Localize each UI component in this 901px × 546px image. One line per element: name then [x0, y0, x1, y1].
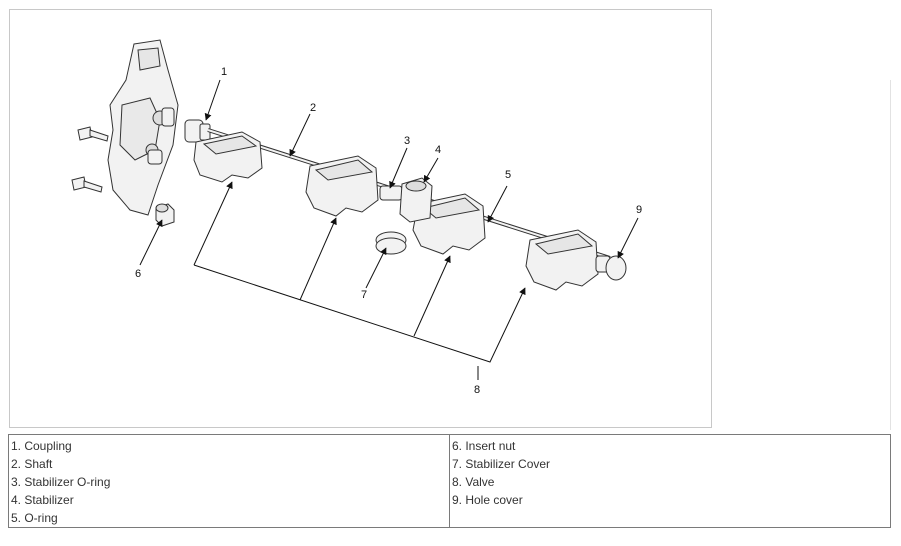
- bolt-lower: [71, 176, 103, 193]
- legend-item: 3. Stabilizer O-ring: [11, 475, 111, 489]
- legend-item: 5. O-ring: [11, 511, 58, 525]
- callout-4: 4: [435, 144, 442, 156]
- callout-2: 2: [310, 102, 317, 114]
- coupling: [184, 119, 211, 143]
- valve-2: [305, 155, 379, 217]
- parts-legend-table: 1. Coupling 2. Shaft 3. Stabilizer O-rin…: [8, 434, 891, 528]
- bolt-upper: [77, 126, 109, 142]
- callout-6: 6: [135, 268, 142, 280]
- exploded-diagram: 1 2 3 4 5 6 7 8 9: [9, 9, 712, 428]
- stabilizer: [399, 177, 433, 223]
- callout-3: 3: [404, 135, 411, 147]
- callout-9: 9: [636, 204, 643, 216]
- divider: [890, 80, 891, 430]
- stabilizer-cover: [375, 231, 407, 255]
- legend-item: 8. Valve: [452, 475, 495, 489]
- legend-column-right: 6. Insert nut 7. Stabilizer Cover 8. Val…: [449, 435, 890, 527]
- legend-column-left: 1. Coupling 2. Shaft 3. Stabilizer O-rin…: [9, 435, 449, 527]
- legend-item: 6. Insert nut: [452, 439, 516, 453]
- callout-5: 5: [505, 169, 512, 181]
- legend-item: 1. Coupling: [11, 439, 72, 453]
- insert-nut: [155, 203, 175, 227]
- diagram-drawing: [71, 39, 639, 380]
- legend-item: 2. Shaft: [11, 457, 53, 471]
- valve-1: [193, 131, 263, 183]
- legend-item: 9. Hole cover: [452, 493, 523, 507]
- actuator-housing: [107, 39, 179, 216]
- legend-item: 4. Stabilizer: [11, 493, 74, 507]
- hole-cover: [595, 255, 627, 281]
- valve-4: [525, 229, 599, 291]
- callout-1: 1: [221, 66, 228, 78]
- callout-7: 7: [361, 289, 368, 301]
- stabilizer-o-ring: [379, 185, 403, 201]
- legend-item: 7. Stabilizer Cover: [452, 457, 551, 471]
- callout-8: 8: [474, 384, 481, 396]
